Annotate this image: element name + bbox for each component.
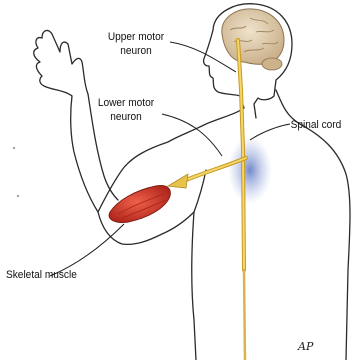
lower-motor-neuron-label: Lower motor neuron (91, 96, 161, 124)
skeletal-muscle-label: Skeletal muscle (6, 268, 98, 282)
upper-motor-neuron-text: Upper motor neuron (108, 31, 164, 57)
spinal-cord-label: Spinal cord (291, 118, 352, 132)
lower-motor-neuron-leader (162, 114, 222, 156)
arrow-head (168, 174, 188, 188)
skeletal-muscle-text: Skeletal muscle (6, 269, 77, 281)
spinal-cord-lower (244, 270, 245, 360)
upper-motor-neuron-label: Upper motor neuron (101, 30, 171, 58)
hand-outline (34, 31, 88, 96)
brain (222, 9, 284, 70)
artist-signature: AP (298, 340, 313, 353)
body-outline (34, 4, 350, 360)
chest-outline (192, 212, 196, 360)
lower-motor-neuron-text: Lower motor neuron (98, 97, 154, 123)
skeletal-muscle (109, 185, 170, 222)
neural-pathway (168, 40, 246, 360)
spinal-cord-text: Spinal cord (291, 119, 342, 131)
spinal-glow (228, 136, 272, 204)
